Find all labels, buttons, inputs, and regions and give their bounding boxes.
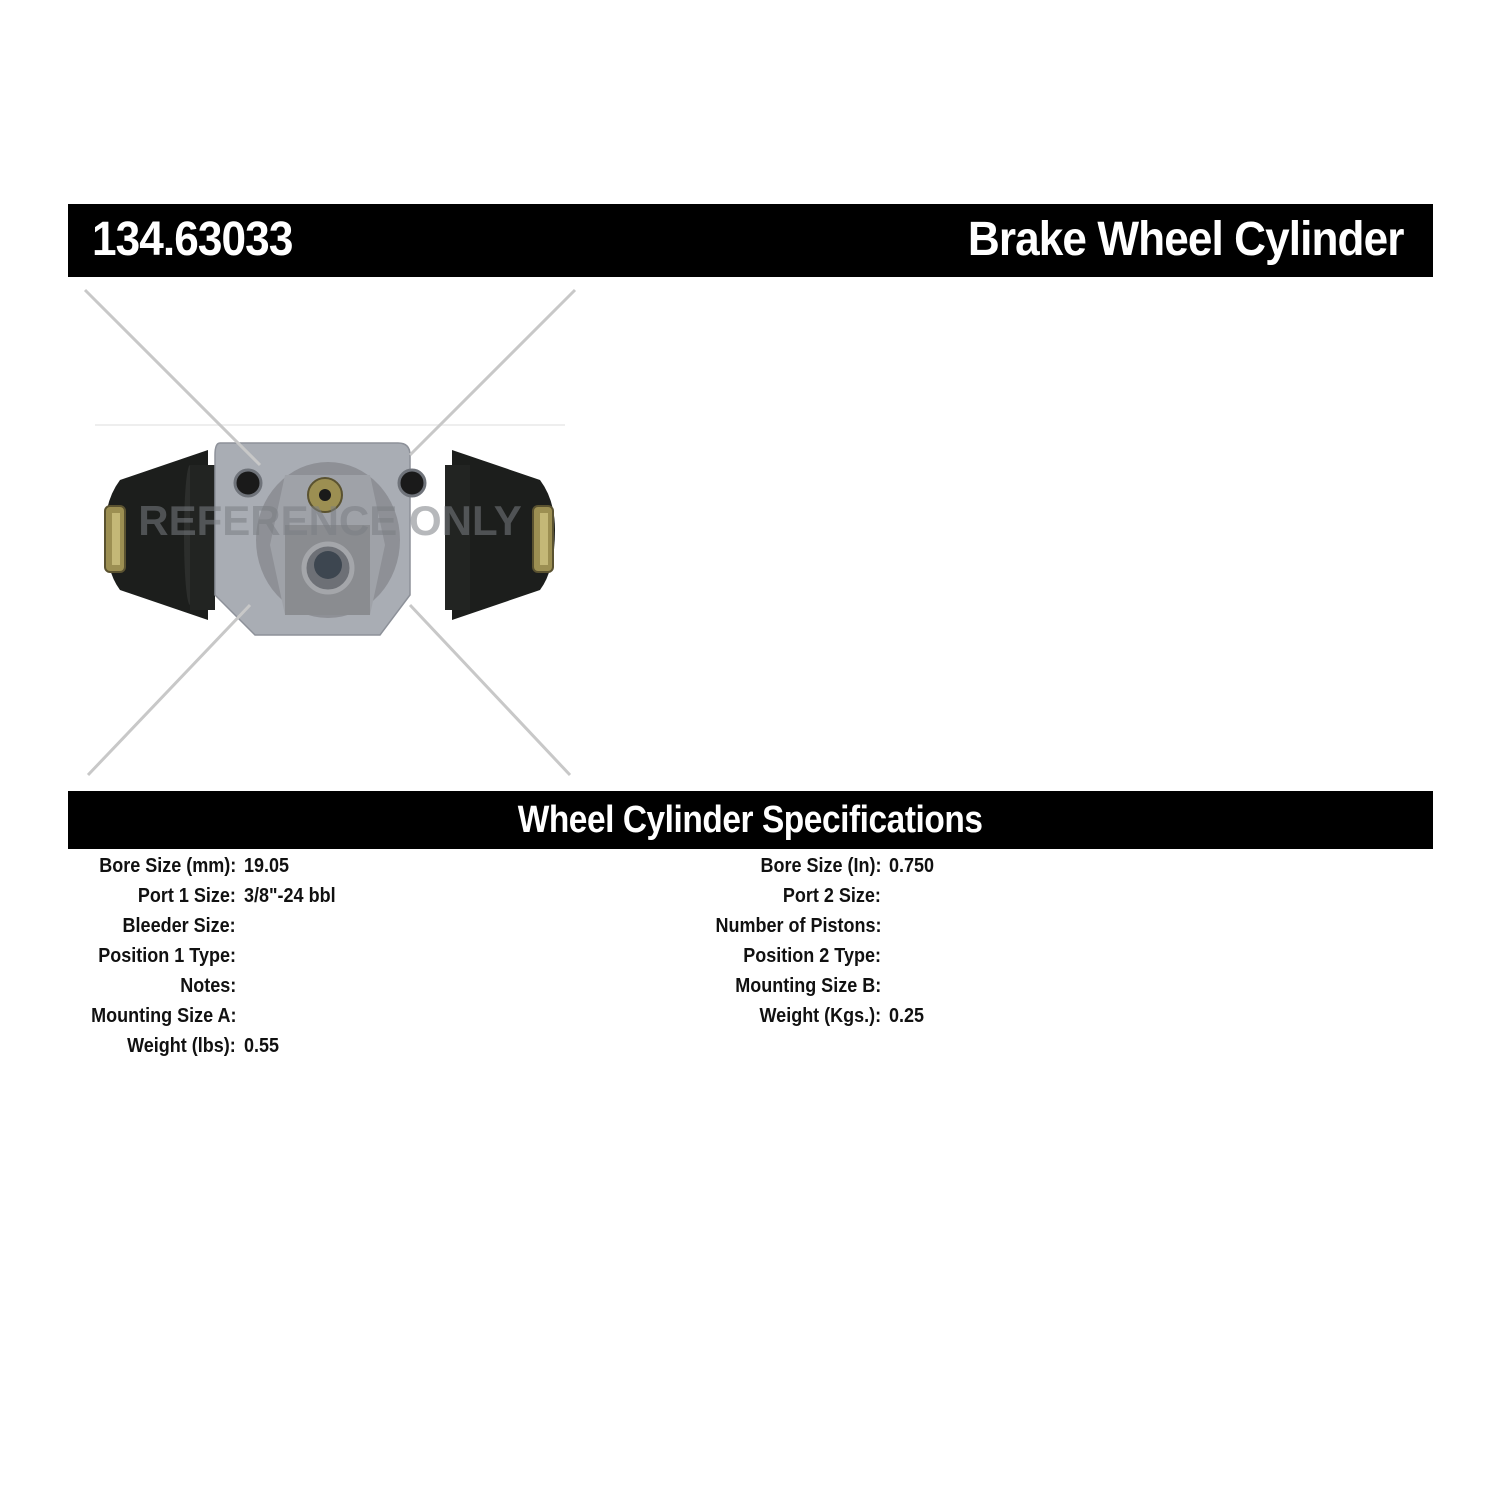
spec-label: Position 1 Type: bbox=[98, 945, 236, 967]
spec-row-bore-size-mm: Bore Size (mm): 19.05 bbox=[0, 851, 289, 881]
spec-row-mounting-size-a: Mounting Size A: bbox=[0, 1001, 236, 1031]
spec-row-bore-size-in: Bore Size (In): 0.750 bbox=[0, 851, 934, 881]
spec-label: Port 2 Size: bbox=[782, 885, 881, 907]
spec-label: Bleeder Size: bbox=[122, 915, 236, 937]
product-type: Brake Wheel Cylinder bbox=[967, 213, 1404, 266]
spec-row-bleeder-size: Bleeder Size: bbox=[0, 911, 236, 941]
specs-right-column: Bore Size (In): 0.750 Port 2 Size: Numbe… bbox=[0, 851, 934, 1031]
spec-label: Port 1 Size: bbox=[137, 885, 236, 907]
spec-label: Notes: bbox=[179, 975, 236, 997]
spec-label: Weight (lbs): bbox=[127, 1035, 236, 1057]
spec-row-mounting-size-b: Mounting Size B: bbox=[0, 971, 881, 1001]
part-number: 134.63033 bbox=[92, 213, 293, 266]
spec-label: Number of Pistons: bbox=[714, 915, 881, 937]
brake-wheel-cylinder-illustration: REFERENCE ONLY bbox=[83, 288, 577, 777]
spec-row-port-2-size: Port 2 Size: bbox=[0, 881, 881, 911]
spec-value: 19.05 bbox=[244, 855, 290, 877]
spec-label: Weight (Kgs.): bbox=[759, 1005, 881, 1027]
product-image: REFERENCE ONLY bbox=[80, 285, 580, 780]
specifications-title: Wheel Cylinder Specifications bbox=[518, 799, 983, 841]
spec-label: Mounting Size B: bbox=[735, 975, 881, 997]
spec-row-weight-lbs: Weight (lbs): 0.55 bbox=[0, 1031, 279, 1061]
watermark-text: REFERENCE ONLY bbox=[138, 497, 522, 544]
spec-value: 0.750 bbox=[889, 855, 935, 877]
title-bar: 134.63033 Brake Wheel Cylinder bbox=[68, 204, 1433, 277]
spec-row-position-2-type: Position 2 Type: bbox=[0, 941, 881, 971]
spec-row-position-1-type: Position 1 Type: bbox=[0, 941, 236, 971]
spec-label: Position 2 Type: bbox=[743, 945, 881, 967]
spec-label: Mounting Size A: bbox=[90, 1005, 236, 1027]
spec-value: 3/8"-24 bbl bbox=[244, 885, 336, 907]
spec-row-notes: Notes: bbox=[0, 971, 236, 1001]
specifications-bar: Wheel Cylinder Specifications bbox=[68, 791, 1433, 849]
spec-label: Bore Size (In): bbox=[759, 855, 881, 877]
spec-row-weight-kgs: Weight (Kgs.): 0.25 bbox=[0, 1001, 924, 1031]
spec-row-port-1-size: Port 1 Size: 3/8"-24 bbl bbox=[0, 881, 336, 911]
spec-row-number-of-pistons: Number of Pistons: bbox=[0, 911, 881, 941]
spec-value: 0.25 bbox=[889, 1005, 925, 1027]
spec-label: Bore Size (mm): bbox=[98, 855, 236, 877]
specs-left-column: Bore Size (mm): 19.05 Port 1 Size: 3/8"-… bbox=[0, 851, 336, 1061]
spec-value: 0.55 bbox=[244, 1035, 280, 1057]
